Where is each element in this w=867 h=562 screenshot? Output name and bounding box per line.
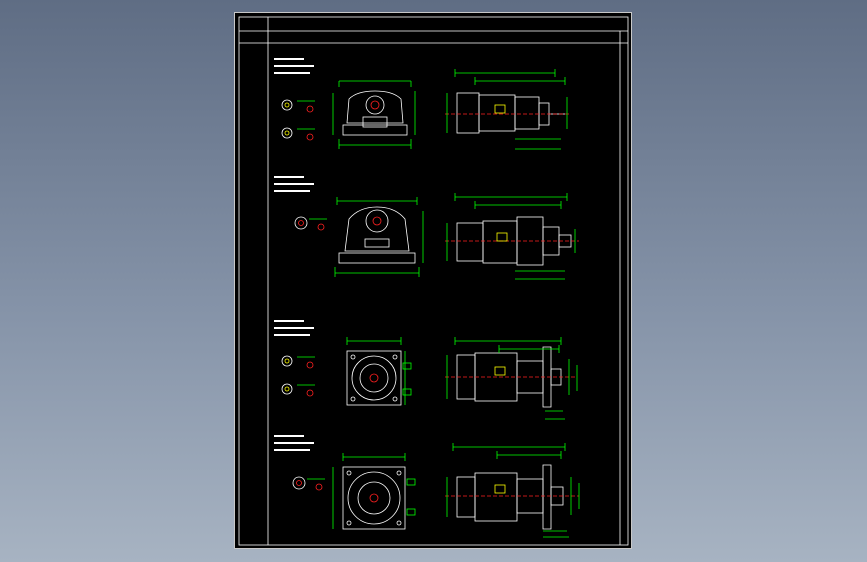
section-1-symbols (281, 99, 315, 141)
section-1-side-view (445, 69, 571, 150)
section-4 (274, 435, 580, 538)
section-4-symbols (292, 476, 325, 491)
section-3-side-view (445, 337, 578, 420)
cad-drawing (238, 16, 629, 546)
section-1 (274, 58, 571, 150)
section-1-front-view (332, 80, 416, 149)
section-3-symbols (281, 355, 315, 397)
section-1-notes (274, 58, 314, 74)
section-2-side-view (445, 193, 579, 280)
section-2-front-view (334, 197, 424, 277)
section-4-notes (274, 435, 314, 451)
drawing-sheet (234, 12, 632, 549)
section-4-front-view (332, 453, 416, 530)
section-2 (274, 176, 579, 280)
section-2-symbols (294, 216, 327, 231)
section-3-notes (274, 320, 314, 336)
section-3-front-view (346, 337, 412, 406)
drawing-frame (238, 16, 629, 546)
section-2-notes (274, 176, 314, 192)
section-4-side-view (445, 443, 580, 538)
section-3 (274, 320, 578, 420)
